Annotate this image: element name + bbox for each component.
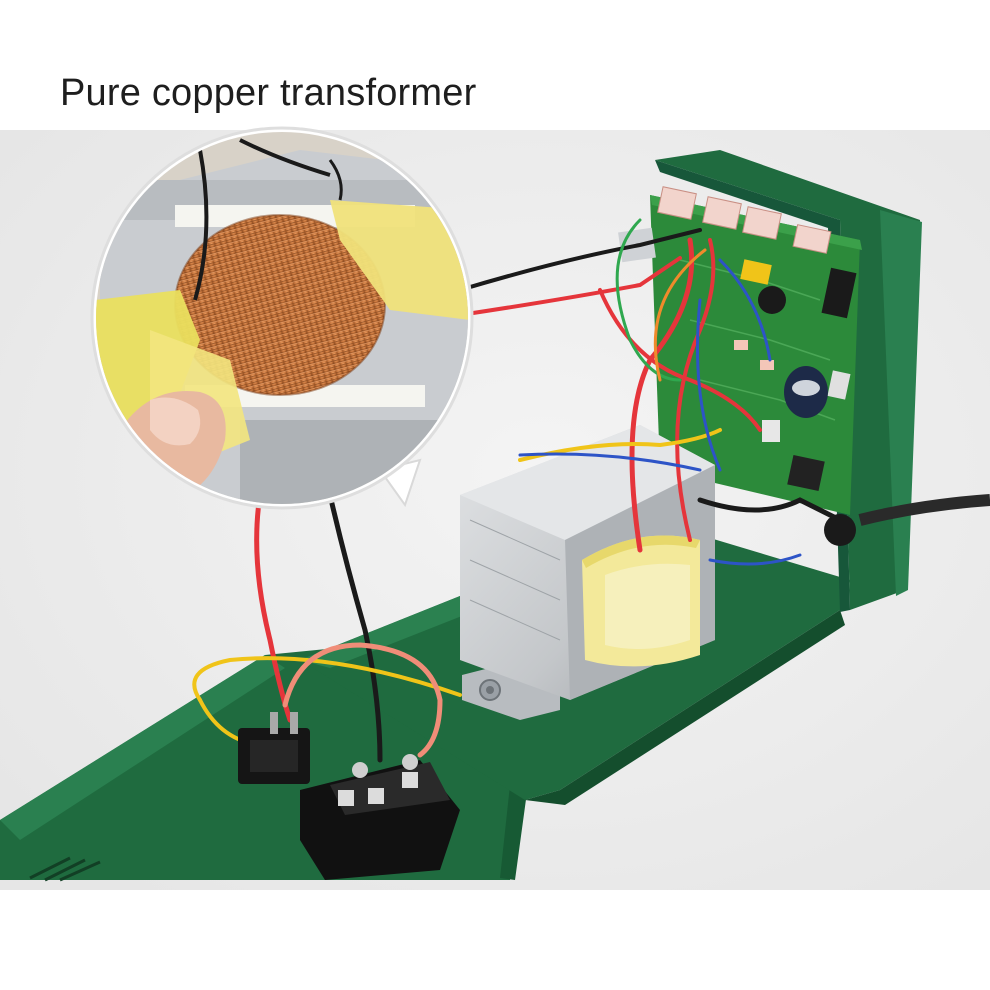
power-cable — [858, 494, 990, 526]
ac-power-socket — [300, 754, 460, 880]
coil-closeup-inset — [90, 126, 474, 510]
caption-title: Pure copper transformer — [60, 72, 477, 114]
wiring — [192, 218, 843, 763]
power-switch — [238, 712, 310, 784]
transformer — [460, 425, 715, 720]
